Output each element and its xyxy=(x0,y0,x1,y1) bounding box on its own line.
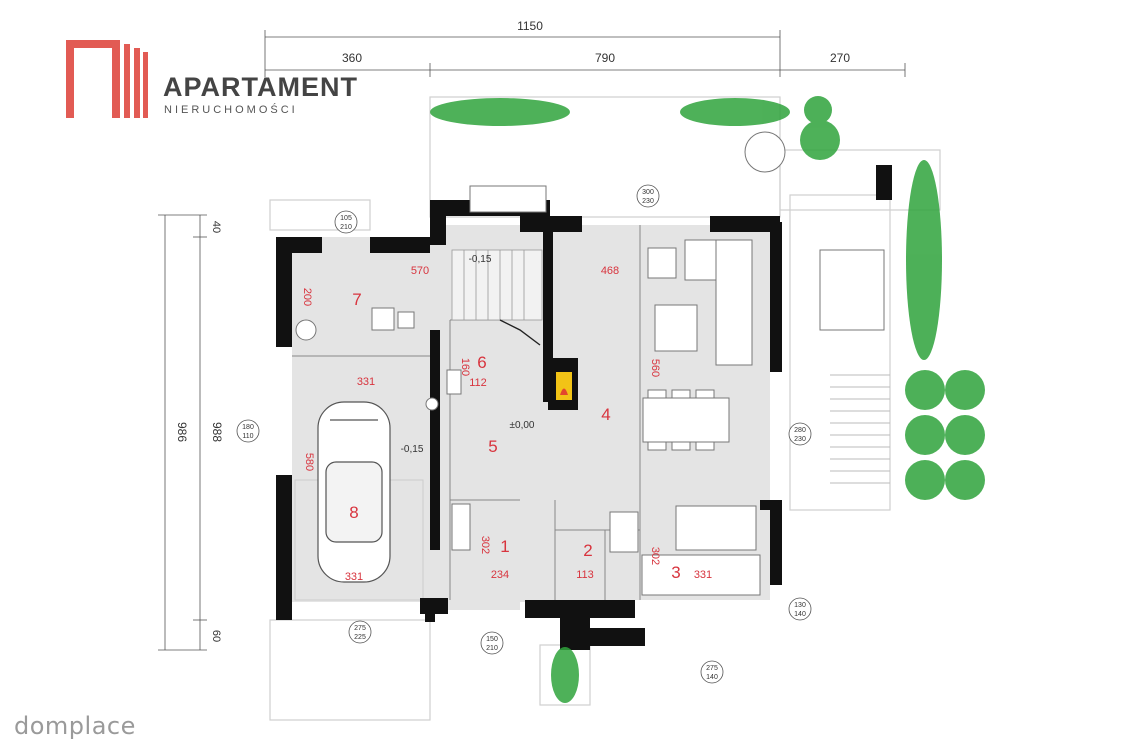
dim-top-seg-2: 790 xyxy=(595,51,615,65)
room-8-dim-a: 331 xyxy=(357,376,375,388)
deck-lines xyxy=(830,374,890,484)
opening-2-h: 230 xyxy=(642,198,654,205)
dim-top-seg-3: 270 xyxy=(830,51,850,65)
opening-7-h: 210 xyxy=(486,645,498,652)
level-utility: -0,15 xyxy=(469,254,492,265)
room-number-1: 1 xyxy=(500,537,509,556)
room-number-2: 2 xyxy=(583,541,592,560)
opening-labels: 105 210 300 230 180 110 280 230 130 140 … xyxy=(242,189,806,681)
staircase xyxy=(451,249,543,346)
dim-top-total: 1150 xyxy=(517,19,543,33)
room-number-8: 8 xyxy=(349,503,358,522)
room-4-dim-a: 468 xyxy=(601,265,619,277)
watermark-text: domplace xyxy=(14,712,136,740)
level-main: ±0,00 xyxy=(510,420,535,431)
room-8-dim-b: 580 xyxy=(303,453,315,471)
plants xyxy=(430,96,985,703)
brand-tagline: NIERUCHOMOŚCI xyxy=(164,104,298,116)
opening-markers xyxy=(236,184,812,684)
room-number-6: 6 xyxy=(477,353,486,372)
dim-left-inner: 988 xyxy=(210,422,224,442)
dimension-lines xyxy=(158,30,906,651)
level-garage: -0,15 xyxy=(401,444,424,455)
room-7-dim-a: 570 xyxy=(411,265,429,277)
room-3-dim-b: 302 xyxy=(649,547,661,565)
dim-left-top: 40 xyxy=(210,221,222,233)
opening-1-w: 105 xyxy=(340,215,352,222)
brand-name: APARTAMENT xyxy=(163,72,358,102)
room-8-dim-c: 331 xyxy=(345,571,363,583)
car-symbol xyxy=(317,401,391,583)
opening-7-w: 150 xyxy=(486,636,498,643)
opening-6-h: 225 xyxy=(354,634,366,641)
partition-lines xyxy=(292,225,641,601)
dim-left-bottom: 60 xyxy=(210,630,222,642)
opening-6-w: 275 xyxy=(354,625,366,632)
opening-5-h: 140 xyxy=(794,611,806,618)
fireplace-fire xyxy=(556,372,572,400)
opening-5-w: 130 xyxy=(794,602,806,609)
room-number-3: 3 xyxy=(671,563,680,582)
brand-logo-mark xyxy=(66,40,148,118)
opening-8-h: 140 xyxy=(706,674,718,681)
terrace-outline xyxy=(269,96,941,721)
dim-top-seg-1: 360 xyxy=(342,51,362,65)
furniture xyxy=(295,131,885,596)
room-4-dim-b: 560 xyxy=(649,359,661,377)
opening-1-h: 210 xyxy=(340,224,352,231)
opening-4-w: 280 xyxy=(794,427,806,434)
room-1-dim-b: 302 xyxy=(479,536,491,554)
room-3-dim-a: 331 xyxy=(694,569,712,581)
room-7-dim-b: 200 xyxy=(301,288,313,306)
walls xyxy=(276,165,892,650)
opening-3-h: 110 xyxy=(242,433,253,440)
dim-left-outer: 986 xyxy=(175,422,189,442)
opening-3-w: 180 xyxy=(242,424,254,431)
room-1-dim-a: 234 xyxy=(491,569,509,581)
room-number-4: 4 xyxy=(601,405,610,424)
opening-4-h: 230 xyxy=(794,436,806,443)
room-number-7: 7 xyxy=(352,290,361,309)
room-6-dim-b: 160 xyxy=(459,358,471,376)
room-2-dim-a: 113 xyxy=(576,569,594,581)
room-6-dim-a: 112 xyxy=(469,377,487,389)
opening-2-w: 300 xyxy=(642,189,654,196)
room-number-5: 5 xyxy=(488,437,497,456)
opening-8-w: 275 xyxy=(706,665,718,672)
